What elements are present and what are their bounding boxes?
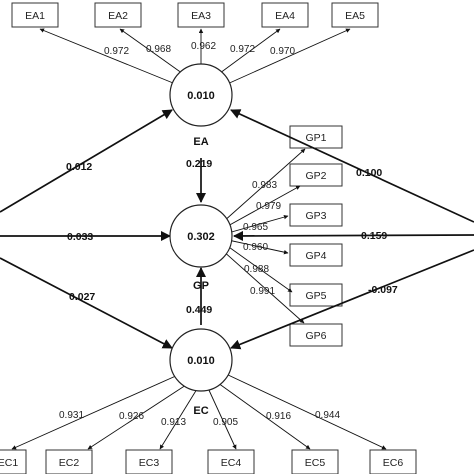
loading-value-ea4: 0.972 (230, 44, 255, 55)
path-arrow-right-gp[interactable] (232, 230, 474, 242)
ec-indicators: EC1 EC2 EC3 EC4 EC5 EC6 (0, 449, 417, 474)
loading-value-ea1: 0.972 (104, 46, 129, 57)
indicator-label-ec3: EC3 (139, 457, 160, 469)
indicator-box-ec3[interactable] (125, 449, 173, 474)
loading-arrow-gp2 (225, 185, 301, 228)
indicator-label-gp3: GP3 (305, 210, 326, 222)
path-value-left-gp: 0.033 (67, 231, 93, 243)
loading-arrow-ea4 (215, 28, 281, 77)
indicator-label-gp4: GP4 (305, 250, 326, 262)
path-value-right-gp: 0.159 (361, 230, 387, 242)
path-value-right-ec: -0.097 (368, 284, 398, 296)
loading-value-ea3: 0.962 (191, 41, 216, 52)
indicator-label-ec4: EC4 (221, 457, 242, 469)
ea-indicators: EA1 EA2 EA3 EA4 EA5 (11, 2, 379, 28)
loading-arrow-ec4 (207, 387, 237, 450)
indicator-box-ea5[interactable] (331, 2, 379, 28)
loading-arrow-gp6 (221, 249, 305, 324)
path-value-ec-gp: 0.449 (186, 304, 212, 316)
indicator-label-ea3: EA3 (191, 10, 211, 22)
loading-arrow-ea5 (224, 28, 351, 86)
loading-value-ea5: 0.970 (270, 46, 295, 57)
indicator-box-ec4[interactable] (207, 449, 255, 474)
construct-circle-gp[interactable] (169, 204, 233, 268)
structural-paths (0, 109, 474, 350)
indicator-label-gp1: GP1 (305, 132, 326, 144)
indicator-label-ec6: EC6 (383, 457, 404, 469)
path-value-left-ec: 0.027 (69, 291, 95, 303)
construct-ec[interactable]: 0.010 EC (169, 328, 233, 417)
indicator-box-ec1[interactable] (0, 449, 27, 474)
loading-arrow-ec6 (225, 373, 387, 450)
loading-value-ec5: 0.916 (266, 411, 291, 422)
indicator-label-ec1: EC1 (0, 457, 18, 469)
path-value-ea-gp: 0.219 (186, 158, 212, 170)
indicator-label-gp5: GP5 (305, 290, 326, 302)
indicator-box-ec2[interactable] (45, 449, 93, 474)
loading-arrow-gp5 (225, 244, 293, 293)
indicator-box-ea4[interactable] (261, 2, 309, 28)
loading-value-ec1: 0.931 (59, 410, 84, 421)
indicator-box-gp5[interactable] (289, 283, 343, 307)
construct-r2-ec: 0.010 (187, 355, 215, 367)
loading-arrow-ec3 (159, 388, 198, 450)
loading-value-gp1: 0.983 (252, 180, 277, 191)
loading-value-gp5: 0.988 (244, 264, 269, 275)
indicator-box-gp6[interactable] (289, 323, 343, 347)
loading-arrow-gp4 (227, 239, 289, 255)
indicator-label-gp6: GP6 (305, 330, 326, 342)
path-value-right-ea: 0.100 (356, 167, 382, 179)
indicator-label-ea2: EA2 (108, 10, 128, 22)
indicator-label-ea5: EA5 (345, 10, 365, 22)
path-arrow-left-ea[interactable] (0, 109, 173, 213)
construct-gp[interactable]: 0.302 GP (169, 204, 233, 292)
construct-circle-ec[interactable] (169, 328, 233, 392)
loading-arrow-ea2 (119, 28, 187, 77)
loading-arrow-gp3 (227, 214, 289, 234)
loading-value-ec2: 0.926 (119, 411, 144, 422)
loading-arrow-ea1 (39, 28, 179, 86)
ec-loading-arrows (11, 373, 387, 450)
loading-value-ea2: 0.968 (146, 44, 171, 55)
loading-arrow-ec1 (11, 374, 179, 450)
construct-name-ec: EC (193, 405, 208, 417)
loading-value-gp4: 0.960 (243, 242, 268, 253)
indicator-box-gp4[interactable] (289, 243, 343, 267)
construct-circle-ea[interactable] (169, 63, 233, 127)
construct-name-gp: GP (193, 280, 209, 292)
indicator-box-ec6[interactable] (369, 449, 417, 474)
ea-loading-arrows (39, 28, 351, 86)
construct-ea[interactable]: 0.010 EA (169, 63, 233, 148)
construct-r2-gp: 0.302 (187, 231, 215, 243)
indicator-box-gp2[interactable] (289, 163, 343, 187)
indicator-box-ea1[interactable] (11, 2, 59, 28)
path-arrow-right-ec[interactable] (230, 249, 474, 350)
indicator-box-ea2[interactable] (94, 2, 142, 28)
loading-value-ec4: 0.905 (213, 417, 238, 428)
path-value-left-ea: 0.012 (66, 161, 92, 173)
loading-value-ec6: 0.944 (315, 410, 340, 421)
loading-value-gp3: 0.965 (243, 222, 268, 233)
loading-value-gp2: 0.979 (256, 201, 281, 212)
indicator-box-gp3[interactable] (289, 203, 343, 227)
gp-indicators: GP1 GP2 GP3 GP4 GP5 GP6 (289, 125, 343, 347)
indicator-label-ea4: EA4 (275, 10, 295, 22)
gp-loading-arrows (221, 148, 306, 324)
construct-name-ea: EA (193, 136, 208, 148)
indicator-label-ec2: EC2 (59, 457, 80, 469)
construct-r2-ea: 0.010 (187, 90, 215, 102)
indicator-box-ea3[interactable] (177, 2, 225, 28)
loading-value-ec3: 0.913 (161, 417, 186, 428)
loading-arrow-ec2 (87, 384, 187, 450)
loading-arrow-gp1 (222, 148, 306, 223)
indicator-label-ea1: EA1 (25, 10, 45, 22)
loading-arrow-ec5 (217, 382, 311, 450)
path-arrow-right-ea[interactable] (230, 109, 474, 223)
indicator-label-gp2: GP2 (305, 170, 326, 182)
indicator-label-ec5: EC5 (305, 457, 326, 469)
indicator-box-ec5[interactable] (291, 449, 339, 474)
path-arrow-left-ec[interactable] (0, 257, 173, 349)
loading-value-gp6: 0.991 (250, 286, 275, 297)
